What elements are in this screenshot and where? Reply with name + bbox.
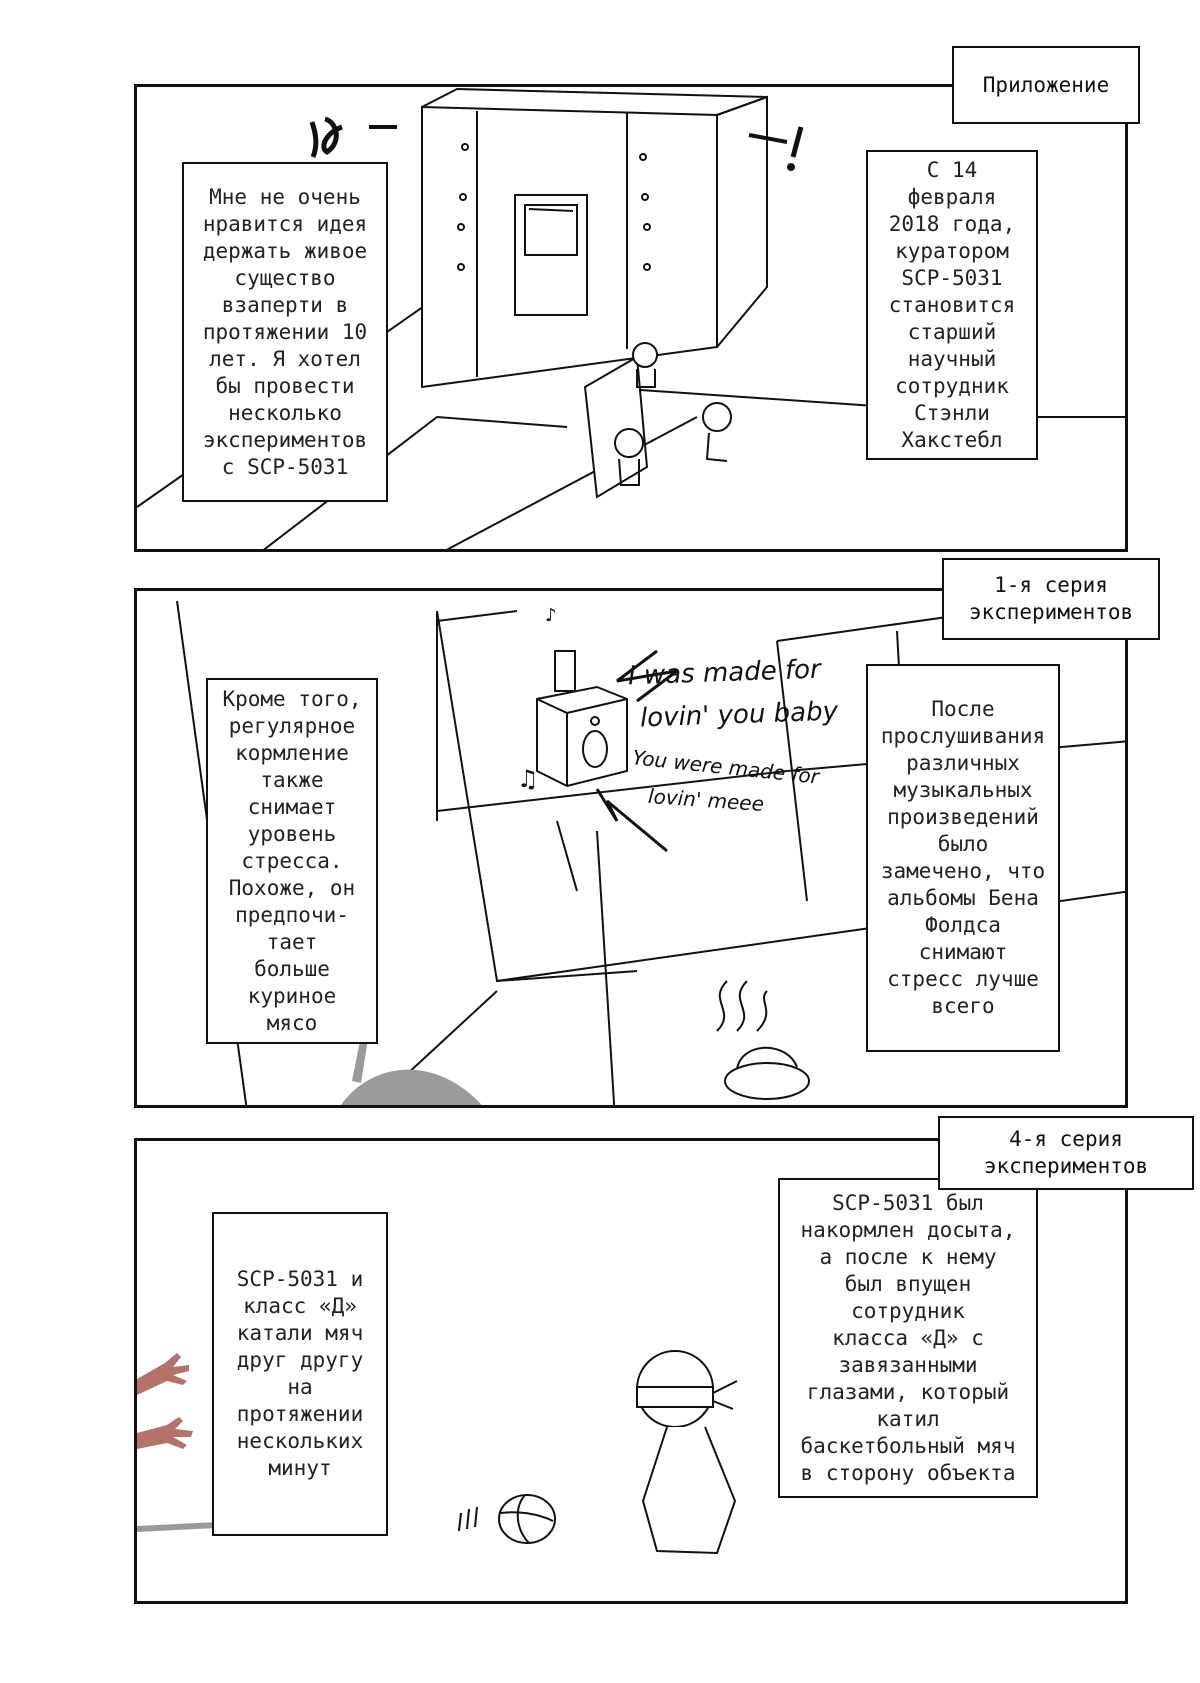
music-note-icon: ♪ (545, 605, 557, 626)
panel-2-caption-left: Кроме того, регулярное кормление также с… (206, 678, 378, 1044)
basketball-icon (458, 1494, 556, 1544)
panel-2-title: 1-я серия экспериментов (942, 558, 1160, 640)
blindfolded-person-icon (636, 1350, 738, 1555)
panel-1-caption-left: Мне не очень нравится идея держать живое… (182, 162, 388, 502)
reaching-hands-icon (137, 1353, 193, 1449)
panel-3-caption-left: SCP-5031 и класс «Д» катали мяч друг дру… (212, 1212, 388, 1536)
panel-1-caption-right: С 14 февраля 2018 года, куратором SCP-50… (866, 150, 1038, 460)
panel-1-title: Приложение (952, 46, 1140, 124)
shadow-figure-icon (341, 1031, 482, 1105)
music-notes-icon: ♫ (517, 765, 539, 793)
shadow-arm-icon (137, 1522, 218, 1532)
panel-3-title: 4-я серия экспериментов (938, 1116, 1194, 1190)
panel-3-caption-right: SCP-5031 был накормлен досыта, а после к… (778, 1178, 1038, 1498)
exclaim-scribble-icon (309, 116, 343, 158)
panel-3-drawing (137, 1350, 738, 1555)
panel-2-caption-right: После прослушивания различных музыкальны… (866, 664, 1060, 1052)
panel-1-drawing (137, 87, 1125, 549)
